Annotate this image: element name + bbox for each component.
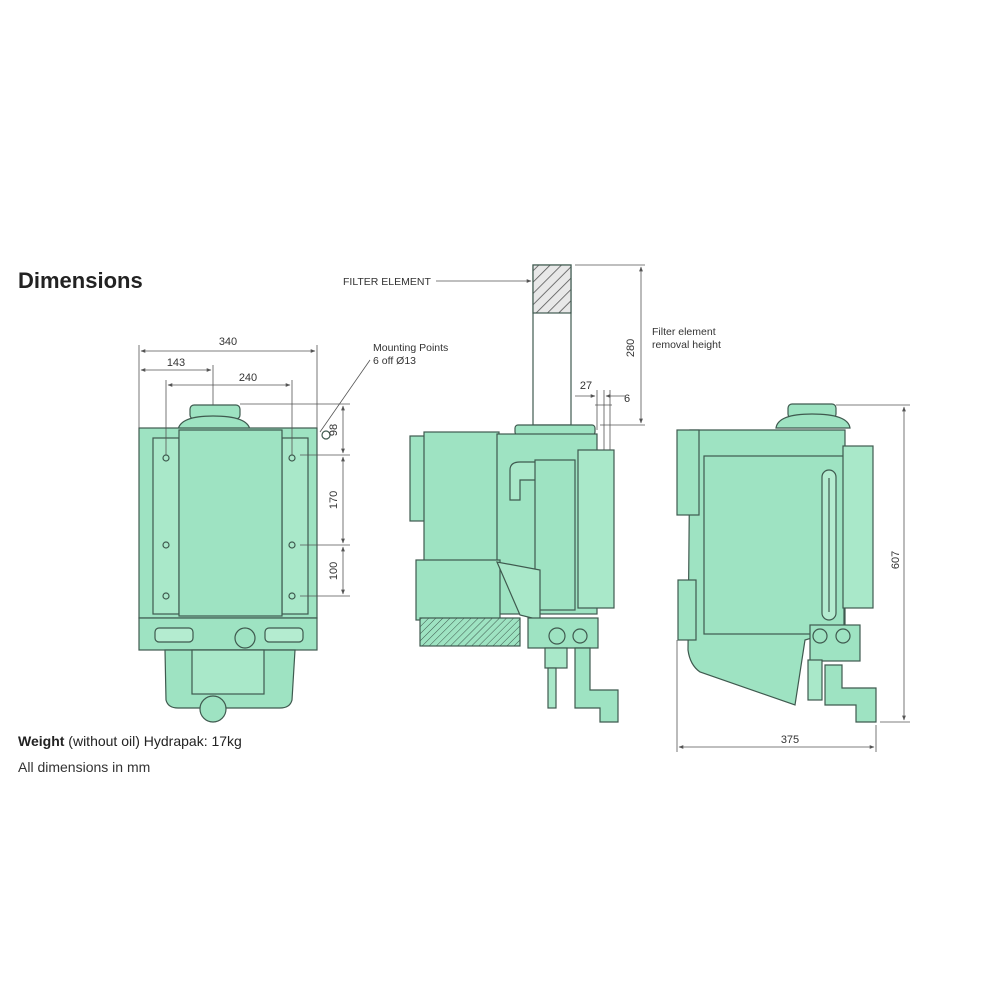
- removal-height-line1: Filter element: [652, 326, 716, 338]
- front-dimensions: [138, 345, 371, 597]
- weight-label: Weight: [18, 733, 65, 749]
- dim-side-offset: 27: [580, 380, 592, 392]
- dim-front-width: 340: [219, 336, 237, 348]
- side-dimensions: [436, 264, 645, 450]
- page-title: Dimensions: [18, 268, 143, 293]
- front-view: [138, 404, 331, 723]
- dim-overall-height: 607: [890, 551, 902, 569]
- side-view: [409, 264, 619, 723]
- weight-qualifier: (without oil): [68, 733, 140, 749]
- dim-filter-height: 280: [625, 339, 637, 357]
- dim-overall-depth: 375: [781, 734, 799, 746]
- weight-note: Weight (without oil) Hydrapak: 17kg: [18, 733, 242, 749]
- end-dimensions: [676, 404, 910, 752]
- dim-front-spacing: 240: [239, 372, 257, 384]
- mounting-points-label: Mounting Points: [373, 342, 448, 354]
- dim-side-small: 6: [624, 393, 630, 405]
- end-view: [676, 403, 877, 723]
- filter-element-label: FILTER ELEMENT: [343, 276, 431, 288]
- mounting-points-spec: 6 off Ø13: [373, 355, 416, 367]
- dim-front-middle: 170: [328, 491, 340, 509]
- removal-height-line2: removal height: [652, 339, 721, 351]
- weight-value: Hydrapak: 17kg: [143, 733, 242, 749]
- dim-front-offset: 143: [167, 357, 185, 369]
- dim-front-lower: 100: [328, 562, 340, 580]
- units-note: All dimensions in mm: [18, 759, 151, 775]
- dim-front-top: 98: [328, 424, 340, 436]
